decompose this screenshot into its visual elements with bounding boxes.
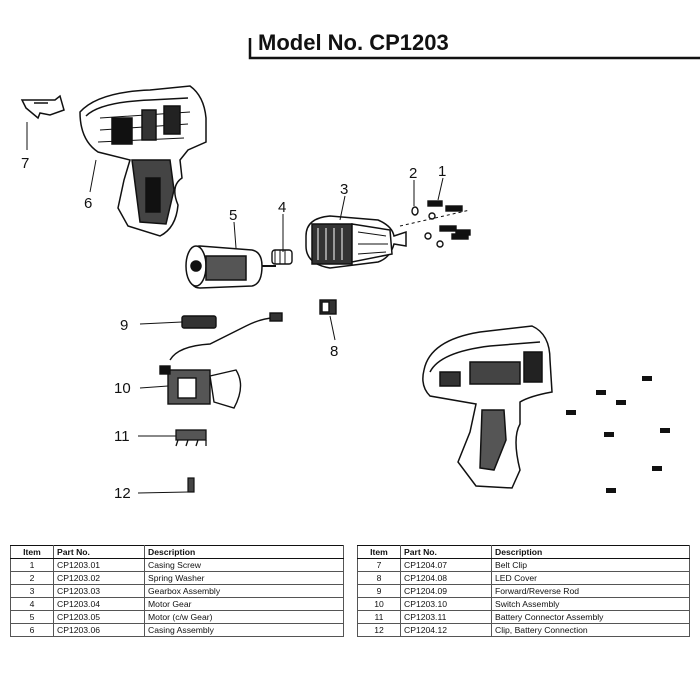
row-part-no: CP1203.05: [53, 610, 145, 624]
row-item: 7: [357, 558, 401, 572]
row-part-no: CP1203.01: [53, 558, 145, 572]
row-item: 5: [10, 610, 54, 624]
row-description: Gearbox Assembly: [144, 584, 344, 598]
callout-11: 11: [114, 428, 130, 445]
loose-screws: [566, 376, 670, 493]
row-part-no: CP1203.06: [53, 623, 145, 637]
table-header-row: Item Part No. Description: [10, 545, 344, 559]
callout-numbers: 1 2 3 4 5 6 7 8 9 10 11 12: [21, 155, 446, 502]
header-item: Item: [10, 545, 54, 559]
callout-3: 3: [340, 181, 348, 198]
row-item: 12: [357, 623, 401, 637]
row-description: Clip, Battery Connection: [491, 623, 690, 637]
row-part-no: CP1203.03: [53, 584, 145, 598]
header-description: Description: [491, 545, 690, 559]
row-description: Motor Gear: [144, 597, 344, 611]
header-item: Item: [357, 545, 401, 559]
callout-12: 12: [114, 485, 131, 502]
row-item: 3: [10, 584, 54, 598]
row-description: Battery Connector Assembly: [491, 610, 690, 624]
row-item: 8: [357, 571, 401, 585]
belt-clip-part: [20, 94, 65, 120]
motor-gear-part: [271, 249, 293, 265]
row-item: 6: [10, 623, 54, 637]
casing-assembly-part: [79, 85, 207, 237]
callout-7: 7: [21, 155, 29, 172]
row-description: Switch Assembly: [491, 597, 690, 611]
row-item: 9: [357, 584, 401, 598]
row-item: 10: [357, 597, 401, 611]
assembled-drill-view: [422, 325, 553, 489]
exploded-parts-diagram: Model No. CP1203: [20, 30, 700, 502]
callout-8: 8: [330, 343, 338, 360]
battery-clip-part: [187, 477, 195, 493]
header-description: Description: [144, 545, 344, 559]
battery-connector-part: [175, 429, 207, 447]
switch-assembly-part: [159, 365, 242, 409]
row-part-no: CP1203.10: [400, 597, 492, 611]
title-box: Model No. CP1203: [248, 30, 700, 60]
casing-screws-part: [399, 200, 471, 248]
callout-1: 1: [438, 163, 446, 180]
header-part-no: Part No.: [53, 545, 145, 559]
callout-9: 9: [120, 317, 128, 334]
row-description: Casing Assembly: [144, 623, 344, 637]
leader-lines: [26, 122, 444, 494]
row-description: Forward/Reverse Rod: [491, 584, 690, 598]
callout-5: 5: [229, 207, 237, 224]
motor-part: [185, 245, 276, 289]
gearbox-assembly-part: [305, 215, 407, 269]
led-cover-part: [319, 299, 337, 315]
row-description: LED Cover: [491, 571, 690, 585]
row-part-no: CP1203.11: [400, 610, 492, 624]
header-part-no: Part No.: [400, 545, 492, 559]
row-part-no: CP1203.04: [53, 597, 145, 611]
callout-10: 10: [114, 380, 131, 397]
row-part-no: CP1204.08: [400, 571, 492, 585]
row-part-no: CP1203.02: [53, 571, 145, 585]
row-item: 11: [357, 610, 401, 624]
callout-6: 6: [84, 195, 92, 212]
table-header-row: Item Part No. Description: [357, 545, 690, 559]
row-description: Belt Clip: [491, 558, 690, 572]
row-item: 4: [10, 597, 54, 611]
row-part-no: CP1204.12: [400, 623, 492, 637]
row-item: 2: [10, 571, 54, 585]
model-title: Model No. CP1203: [258, 30, 449, 55]
row-description: Motor (c/w Gear): [144, 610, 344, 624]
callout-4: 4: [278, 199, 286, 216]
row-item: 1: [10, 558, 54, 572]
row-part-no: CP1204.09: [400, 584, 492, 598]
forward-reverse-rod-part: [169, 312, 283, 361]
callout-2: 2: [409, 165, 417, 182]
row-description: Spring Washer: [144, 571, 344, 585]
row-description: Casing Screw: [144, 558, 344, 572]
row-part-no: CP1204.07: [400, 558, 492, 572]
